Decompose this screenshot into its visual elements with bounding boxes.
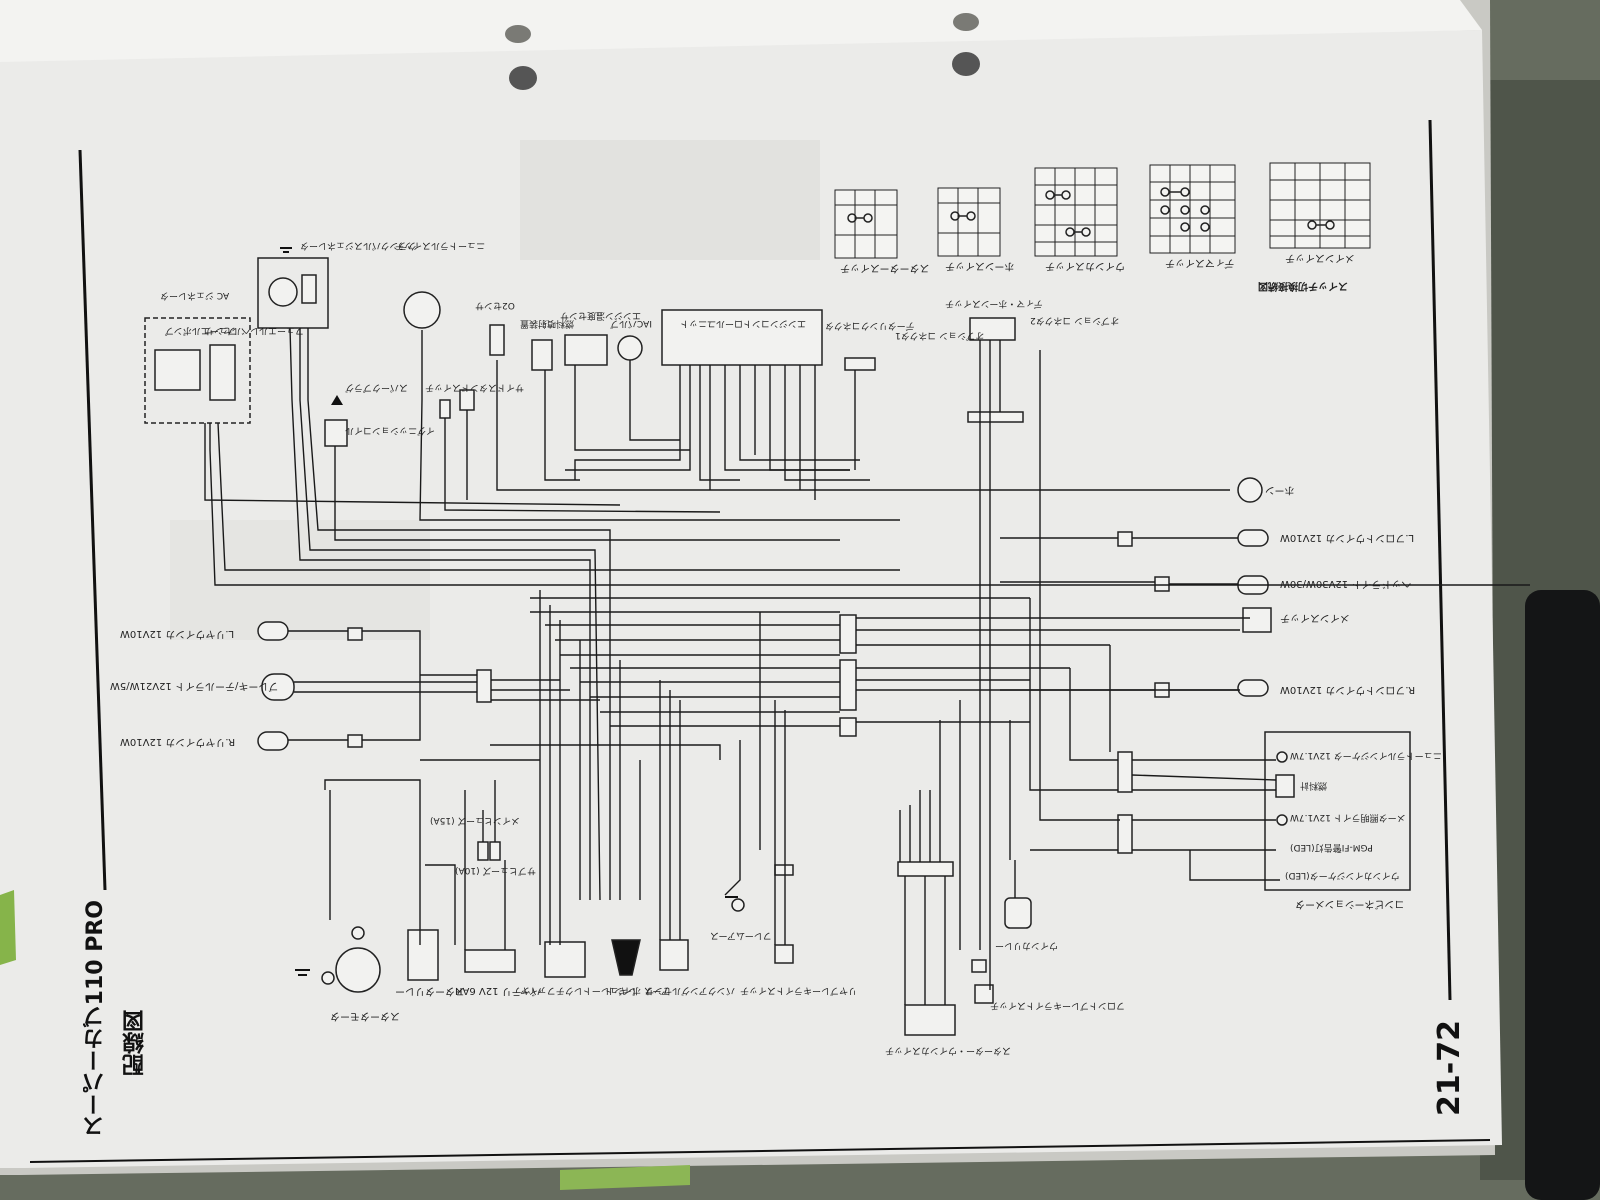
label-horn: ホーン (1265, 484, 1295, 495)
legend-tables (834, 162, 1371, 259)
label-main-switch: メインスイッチ (1280, 612, 1350, 623)
label-main-fuse: メインヒューズ (15A) (430, 815, 521, 825)
label-dimmer-horn-switch: ディマ・ホーンスイッチ (945, 298, 1043, 308)
label-neutral-indicator: ニュートラルインジケータ 12V1.7W (1290, 750, 1442, 760)
label-r-front-winker: R.フロントウインカ 12V10W (1280, 684, 1416, 695)
page-title: スーパーカブ110 PRO (83, 900, 108, 1138)
label-brake-tail: ブレーキ/テールライト 12V21W/5W (110, 680, 279, 691)
label-ignition-coil: イグニッションコイル (345, 425, 435, 435)
page-subtitle: 配線図 (123, 1010, 148, 1076)
label-neutral-switch: ニュートラルスイッチ (395, 240, 486, 250)
label-l-rear-winker: L.リヤウインカ 12V10W (120, 628, 235, 639)
legend-caption: スタータースイッチ (840, 262, 930, 273)
label-ecu: エンジンコントロールユニット (680, 318, 807, 328)
label-meter-light: メータ照明ライト 12V1.7W (1290, 812, 1406, 822)
label-winker-relay: ウインカリレー (995, 940, 1059, 950)
label-r-rear-winker: R.リヤウインカ 12V10W (120, 736, 236, 747)
label-rear-brake-switch: リヤブレーキライトスイッチ (740, 985, 858, 995)
label-spark-plug: スパークプラグ (345, 382, 409, 392)
label-sub-fuse: サブヒューズ (10A) (455, 865, 537, 875)
label-l-front-winker: L.フロントウインカ 12V10W (1280, 532, 1415, 543)
legend-caption: ウインカスイッチ (1045, 260, 1125, 271)
legend-caption: ディマスイッチ (1165, 257, 1235, 268)
wiring-harness (204, 327, 1530, 1005)
label-frame-earth: フレームアース (710, 930, 772, 940)
label-pgm-fi-warning: PGM-FI警告灯(LED) (1290, 842, 1373, 852)
label-bank-angle: バンクアングルセンサ (645, 985, 736, 995)
legend-caption: ホーンスイッチ (945, 260, 1015, 271)
label-o2-sensor: O2センサ (475, 300, 515, 310)
label-option-connector-1: オプション コネクタ1 (895, 330, 985, 340)
label-combination-meter: コンビネーションメータ (1295, 898, 1405, 909)
label-winker-indicator: ウインカインジケータ(LED) (1285, 870, 1400, 880)
binder-hole (952, 52, 980, 76)
label-iac-valve: IACバルブ (610, 318, 652, 328)
manual-page (0, 30, 1502, 1168)
dark-object (1525, 590, 1600, 1200)
ecu-box (661, 309, 823, 366)
page-number: 21-72 (1432, 1020, 1467, 1116)
label-ac-generator: AC ジェネレータ (160, 290, 230, 300)
label-front-brake-switch: フロントブレーキライトスイッチ (990, 1000, 1126, 1010)
label-starter-motor: スタータモータ (330, 1010, 400, 1021)
label-option-connector-2: オプション コネクタ2 (1030, 315, 1120, 325)
binder-hole (509, 66, 537, 90)
legend-caption: メインスイッチ (1285, 252, 1355, 263)
label-side-stand-switch: サイドスタンドスイッチ (425, 382, 525, 392)
label-fuel-gauge: 燃料計 (1300, 780, 1328, 790)
label-headlight: ヘッドライト 12V30W/30W (1280, 578, 1412, 589)
legend-section-title: スイッチ切換接続図 (1258, 280, 1348, 291)
label-fuel-level-sensor: フューエルレベルセンサ (205, 325, 305, 335)
label-starter-winker-switch: スターター・ウインカスイッチ (885, 1045, 1012, 1055)
